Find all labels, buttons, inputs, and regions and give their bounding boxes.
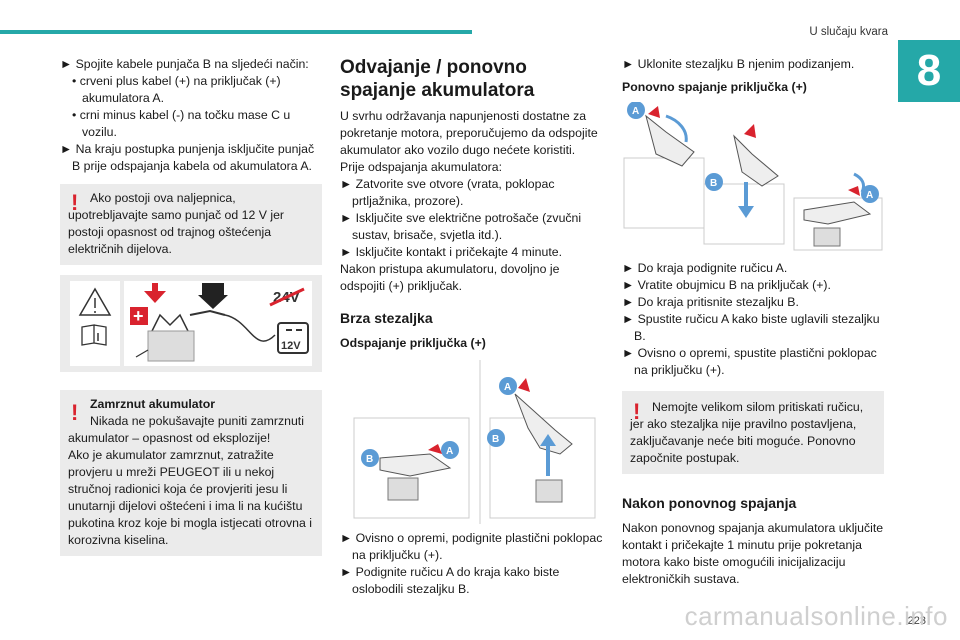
page-number: 223 (907, 615, 926, 627)
instruction: ► Do kraja pritisnite stezaljku B. (622, 295, 799, 309)
instruction: ► Podignite ručicu A do kraja kako biste… (340, 565, 560, 596)
column-left: ► Spojite kabele punjača B na sljedeći n… (60, 56, 322, 556)
manual-book-icon (81, 324, 107, 346)
reconnect-illustration: A B A (623, 102, 883, 251)
instruction: ► Do kraja podignite ručicu A. (622, 261, 788, 275)
disconnect-illustration: B A A B (353, 360, 596, 524)
warning-frozen-battery: ! Zamrznut akumulator Nikada ne pokušava… (60, 390, 322, 556)
paragraph: Nakon pristupa akumulatoru, dovoljno je … (340, 262, 560, 293)
svg-text:A: A (504, 382, 511, 393)
paragraph: Nakon ponovnog spajanja akumulatora uklj… (622, 521, 884, 586)
instruction: ► Uklonite stezaljku B njenim podizanjem… (622, 57, 855, 71)
svg-text:B: B (710, 178, 717, 189)
warning-handle-force: ! Nemojte velikom silom pritiskati ručic… (622, 391, 884, 474)
exclamation-icon: ! (71, 190, 79, 215)
subheading-reconnect: Ponovno spajanje priključka (+) (622, 80, 807, 94)
bullet-black-cable: • crni minus kabel (-) na točku mase C u… (72, 108, 291, 139)
warning-text: Nikada ne pokušavajte puniti zamrznuti a… (68, 414, 304, 445)
warning-12v-sticker: ! Ako postoji ova naljepnica, upotreblja… (60, 184, 322, 265)
instruction-connect: ► Spojite kabele punjača B na sljedeći n… (60, 57, 309, 71)
warning-text: Nemojte velikom silom pritiskati ručicu,… (630, 400, 864, 465)
sticker-illustration: 24V + 12V (60, 275, 322, 372)
warning-triangle-icon (78, 287, 112, 316)
paragraph: U svrhu održavanja napunjenosti dostatne… (340, 109, 598, 157)
instruction: ► Zatvorite sve otvore (vrata, poklopac … (340, 177, 555, 208)
svg-text:B: B (492, 434, 499, 445)
paragraph: Prije odspajanja akumulatora: (340, 160, 503, 174)
section-heading: Odvajanje / ponovno spajanje akumulatora (340, 57, 535, 101)
svg-text:B: B (366, 454, 373, 465)
svg-text:A: A (446, 446, 453, 457)
warning-text: Ako je akumulator zamrznut, zatražite pr… (68, 448, 313, 547)
instruction: ► Isključite sve električne potrošače (z… (340, 211, 582, 242)
exclamation-icon: ! (633, 399, 641, 424)
subheading-after-reconnect: Nakon ponovnog spajanja (622, 495, 797, 511)
chapter-badge: 8 (898, 40, 960, 102)
battery-12v-icon (277, 322, 309, 354)
column-middle: Odvajanje / ponovno spajanje akumulatora… (340, 56, 605, 598)
bullet-red-cable: • crveni plus kabel (+) na priključak (+… (72, 74, 281, 105)
label-12v: 12V (281, 340, 301, 352)
column-right: ► Uklonite stezaljku B njenim podizanjem… (622, 56, 884, 588)
subheading-quick-clamp: Brza stezaljka (340, 310, 433, 326)
svg-text:A: A (866, 190, 873, 201)
exclamation-icon: ! (71, 400, 79, 425)
instruction: ► Ovisno o opremi, spustite plastični po… (622, 346, 877, 377)
svg-text:A: A (632, 106, 639, 117)
svg-text:+: + (133, 306, 144, 326)
watermark: carmanualsonline.info (684, 601, 948, 631)
warning-text: Ako postoji ova naljepnica, upotrebljava… (68, 191, 285, 256)
instruction: ► Vratite obujmicu B na priključak (+). (622, 278, 831, 292)
warning-title: Zamrznut akumulator (90, 397, 216, 411)
section-title: U slučaju kvara (809, 26, 888, 38)
instruction: ► Spustite ručicu A kako biste uglavili … (622, 312, 880, 343)
charger-sticker-image: 24V + 12V (70, 281, 312, 366)
instruction: ► Isključite kontakt i pričekajte 4 minu… (340, 245, 562, 259)
subheading-disconnect: Odspajanje priključka (+) (340, 336, 486, 350)
instruction-finish: ► Na kraju postupka punjenja isključite … (60, 142, 315, 173)
header-accent-bar (0, 30, 472, 34)
instruction: ► Ovisno o opremi, podignite plastični p… (340, 531, 603, 562)
